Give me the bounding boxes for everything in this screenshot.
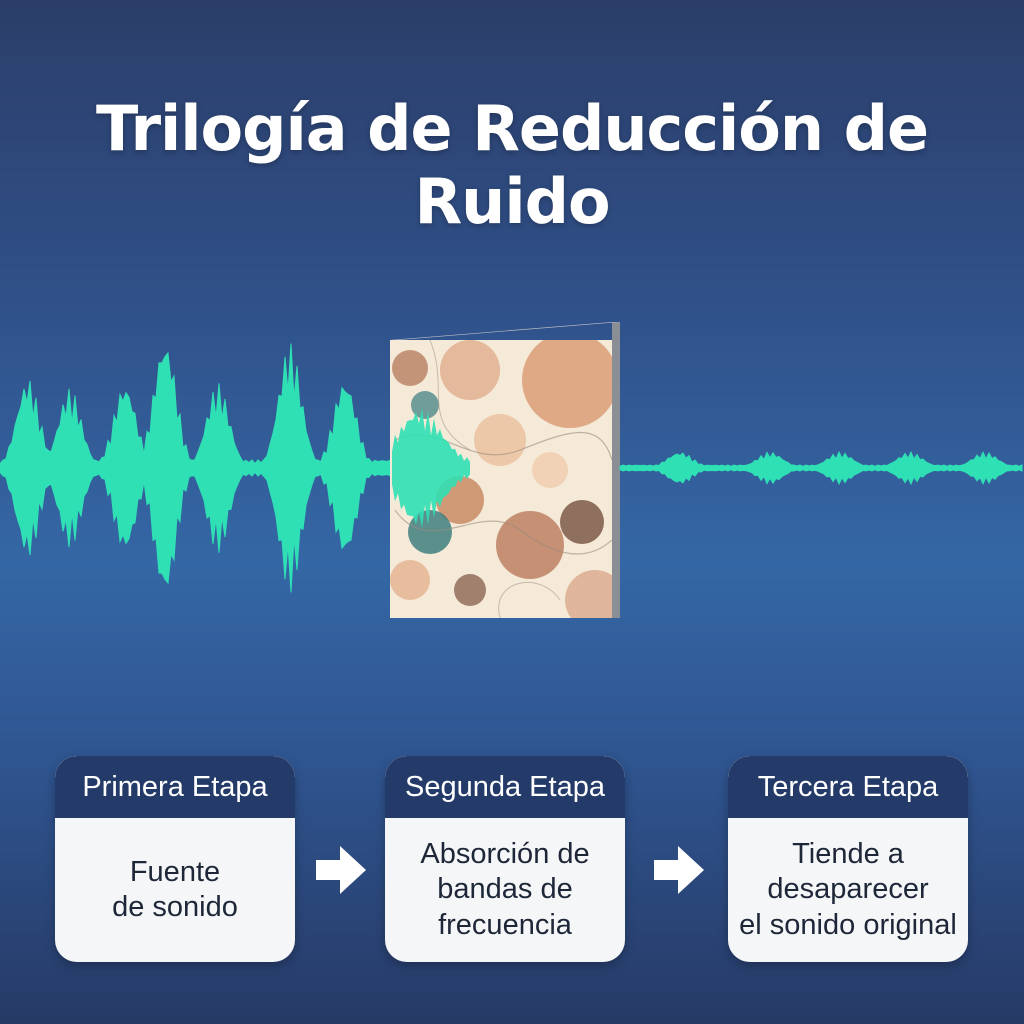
loud-sound-wave bbox=[0, 343, 391, 593]
arrow-right-icon bbox=[316, 846, 366, 894]
reduced-sound-wave bbox=[619, 450, 1023, 486]
stage-card-1: Primera Etapa Fuente de sonido bbox=[55, 756, 295, 962]
stage-1-header: Primera Etapa bbox=[55, 756, 295, 818]
stage-card-2: Segunda Etapa Absorción de bandas de fre… bbox=[385, 756, 625, 962]
absorbed-wave-fragment bbox=[392, 408, 470, 528]
stage-3-body: Tiende a desaparecer el sonido original bbox=[739, 837, 957, 941]
stage-1-body: Fuente de sonido bbox=[112, 855, 238, 923]
stage-card-3: Tercera Etapa Tiende a desaparecer el so… bbox=[728, 756, 968, 962]
stage-2-header: Segunda Etapa bbox=[385, 756, 625, 818]
noise-reduction-illustration bbox=[0, 322, 1023, 618]
stage-2-body: Absorción de bandas de frecuencia bbox=[420, 837, 590, 941]
page-title: Trilogía de Reducción de Ruido bbox=[95, 92, 929, 238]
stage-3-header: Tercera Etapa bbox=[728, 756, 968, 818]
arrow-right-icon bbox=[654, 846, 704, 894]
